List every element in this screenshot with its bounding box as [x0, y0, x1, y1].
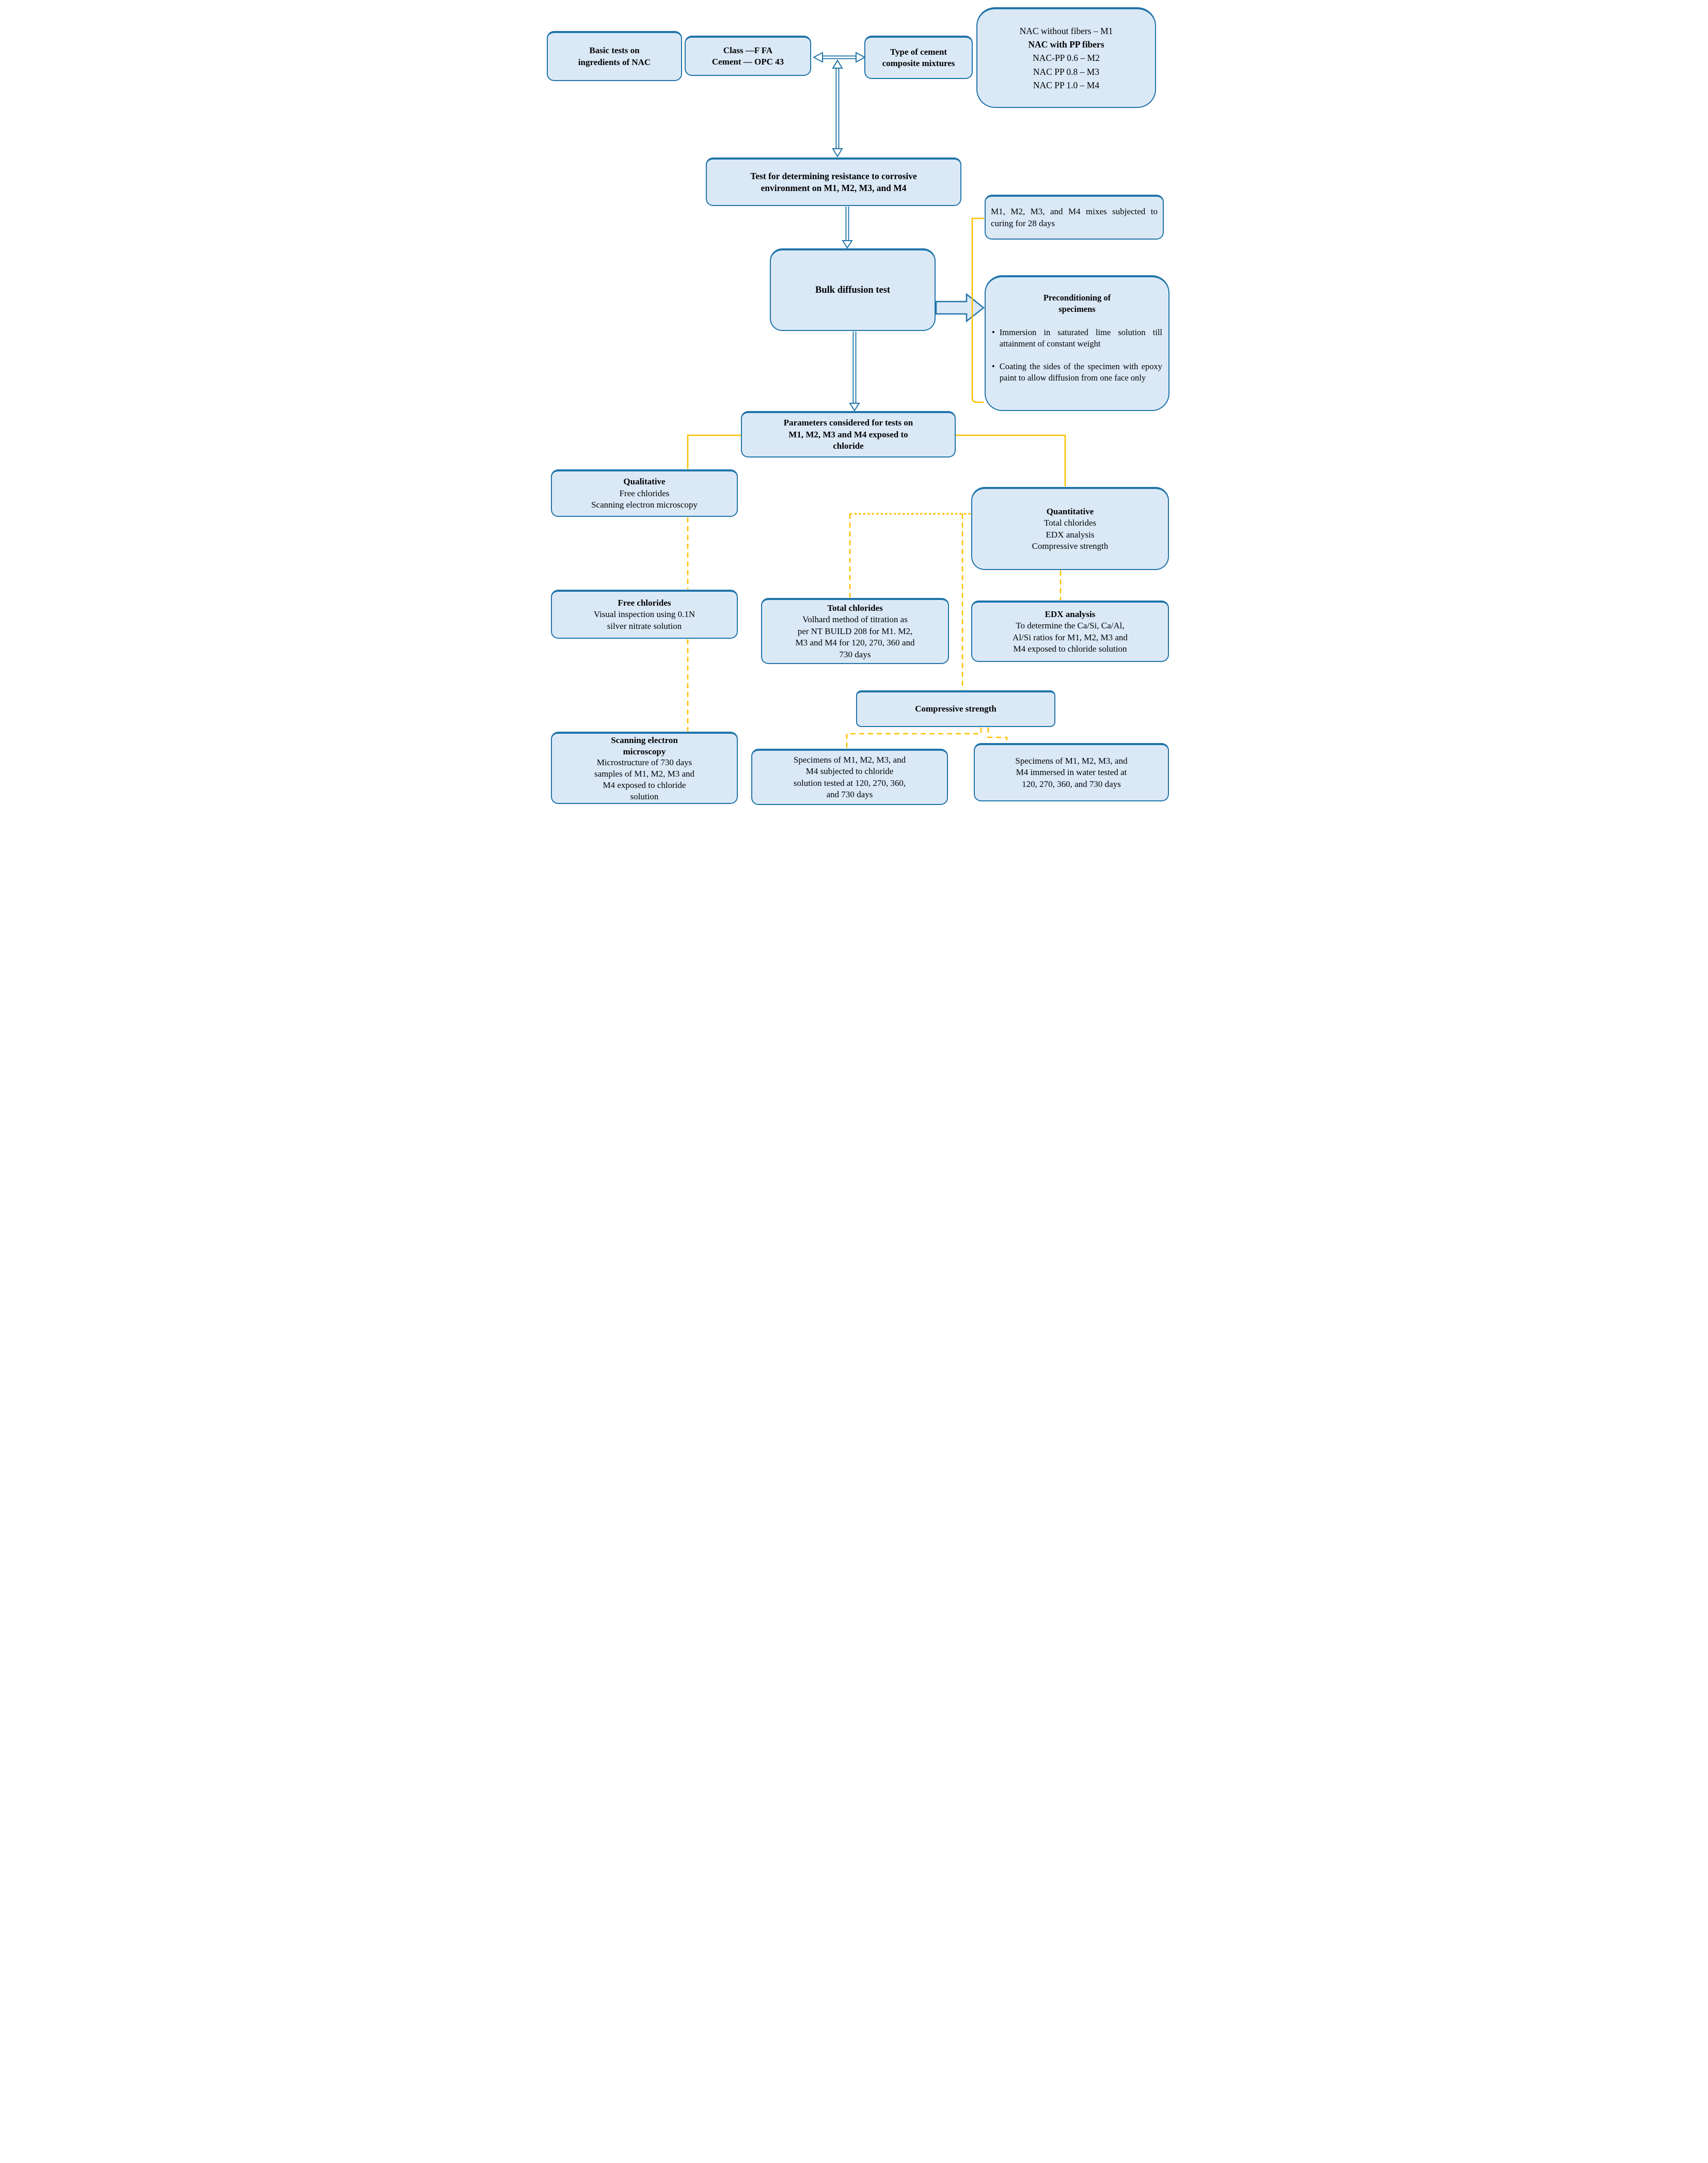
node-curing: M1, M2, M3, and M4 mixes subjected to cu… — [985, 195, 1164, 240]
curing-text: M1, M2, M3, and M4 mixes subjected to cu… — [991, 207, 1158, 228]
node-quantitative: Quantitative Total chlorides EDX analysi… — [971, 487, 1169, 570]
preconditioning-title: Preconditioning of specimens — [1043, 292, 1111, 314]
node-preconditioning: Preconditioning of specimens • Immersion… — [985, 275, 1169, 411]
connector-compressive-to-specimens-chloride — [846, 728, 982, 748]
bullet-item: • Coating the sides of the specimen with… — [992, 361, 1162, 384]
preconditioning-bullets: • Immersion in saturated lime solution t… — [992, 315, 1162, 395]
quantitative-body: Total chlorides EDX analysis Compressive… — [1032, 518, 1109, 551]
connector-layer — [687, 52, 1066, 748]
edx-body: To determine the Ca/Si, Ca/Al, Al/Si rat… — [1013, 621, 1128, 654]
nac-mixtures-line: NAC without fibers – M1 — [1019, 25, 1113, 36]
bullet-text: Immersion in saturated lime solution til… — [999, 327, 1162, 349]
double-arrow-vertical-to-test — [832, 59, 843, 157]
node-qualitative: Qualitative Free chlorides Scanning elec… — [551, 469, 738, 517]
bullet-text: Coating the sides of the specimen with e… — [999, 361, 1162, 383]
node-edx-analysis: EDX analysis To determine the Ca/Si, Ca/… — [971, 601, 1169, 662]
qualitative-title: Qualitative — [623, 477, 666, 487]
double-arrow-horizontal — [812, 52, 866, 63]
nac-mixtures-line: NAC with PP fibers — [1028, 39, 1104, 50]
sem-body: Microstructure of 730 days samples of M1… — [594, 757, 695, 801]
node-nac-mixtures: NAC without fibers – M1 NAC with PP fibe… — [976, 7, 1156, 108]
node-total-chlorides: Total chlorides Volhard method of titrat… — [761, 598, 949, 664]
node-test-resistance: Test for determining resistance to corro… — [706, 157, 961, 206]
node-class-cement: Class —F FA Cement — OPC 43 — [685, 36, 811, 76]
connector-curing-bracket — [971, 217, 984, 403]
arrow-test-to-bulk — [842, 207, 853, 249]
nac-mixtures-line: NAC PP 0.8 – M3 — [1033, 66, 1100, 77]
quantitative-title: Quantitative — [1046, 506, 1094, 516]
flowchart-canvas: Basic tests on ingredients of NAC Class … — [534, 0, 1174, 811]
connector-parameters-left — [687, 434, 741, 469]
node-sem: Scanning electron microscopy Microstruct… — [551, 732, 738, 804]
nac-mixtures-line: NAC-PP 0.6 – M2 — [1033, 53, 1100, 64]
block-arrow-bulk-to-preconditioning — [935, 293, 985, 323]
edx-title: EDX analysis — [1045, 609, 1096, 619]
node-compressive-strength: Compressive strength — [856, 690, 1055, 727]
node-specimens-water: Specimens of M1, M2, M3, and M4 immersed… — [974, 743, 1169, 801]
node-specimens-chloride: Specimens of M1, M2, M3, and M4 subjecte… — [751, 749, 948, 805]
node-basic-tests: Basic tests on ingredients of NAC — [547, 31, 682, 81]
node-free-chlorides: Free chlorides Visual inspection using 0… — [551, 590, 738, 639]
arrow-bulk-to-parameters — [849, 331, 860, 412]
bullet-icon: • — [992, 361, 995, 372]
nac-mixtures-line: NAC PP 1.0 – M4 — [1033, 80, 1100, 90]
node-bulk-diffusion: Bulk diffusion test — [770, 248, 936, 331]
bullet-item: • Immersion in saturated lime solution t… — [992, 327, 1162, 350]
node-parameters: Parameters considered for tests on M1, M… — [741, 411, 956, 457]
qualitative-body: Free chlorides Scanning electron microsc… — [591, 488, 698, 510]
sem-title: Scanning electron microscopy — [611, 735, 678, 756]
bullet-icon: • — [992, 327, 995, 338]
total-chlorides-title: Total chlorides — [827, 603, 883, 613]
free-chlorides-body: Visual inspection using 0.1N silver nitr… — [593, 609, 695, 631]
free-chlorides-title: Free chlorides — [618, 597, 671, 608]
connector-compressive-to-specimens-water — [987, 728, 1008, 743]
total-chlorides-body: Volhard method of titration as per NT BU… — [795, 614, 915, 659]
connector-parameters-right — [956, 434, 1066, 486]
node-type-of-mixtures: Type of cement composite mixtures — [864, 36, 973, 79]
